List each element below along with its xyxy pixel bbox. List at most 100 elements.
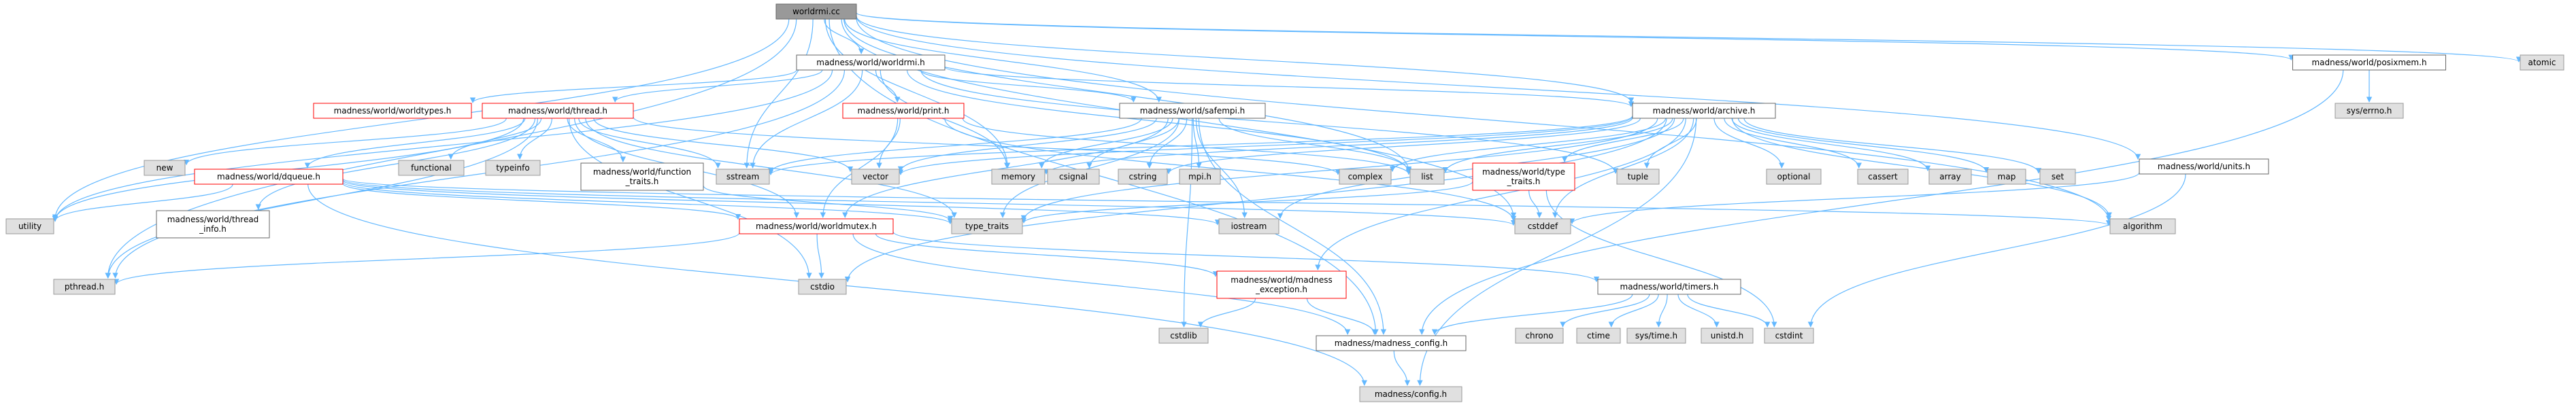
node-utility[interactable]: utility bbox=[5, 218, 54, 234]
node-cstddef[interactable]: cstddef bbox=[1514, 218, 1571, 234]
edge-thread_h-to-complex bbox=[633, 116, 1341, 175]
node-iostream[interactable]: iostream bbox=[1218, 218, 1279, 234]
node-box bbox=[1339, 169, 1392, 185]
node-box bbox=[1119, 103, 1266, 119]
node-sstream[interactable]: sstream bbox=[716, 169, 770, 185]
node-syserrno[interactable]: sys/errno.h bbox=[2335, 103, 2404, 119]
node-box bbox=[1047, 169, 1100, 185]
edge-archive_h-to-type_traits_h bbox=[1561, 118, 1684, 162]
edge-worldrmi_cc-to-sstream bbox=[743, 18, 814, 169]
edge-thread_h-to-pthread_h bbox=[105, 118, 539, 279]
node-csignal[interactable]: csignal bbox=[1047, 169, 1100, 185]
node-label: tuple bbox=[1628, 172, 1649, 181]
node-box bbox=[2335, 103, 2404, 119]
node-label: new bbox=[156, 163, 173, 173]
node-pthread-h[interactable]: pthread.h bbox=[53, 279, 116, 295]
node-box bbox=[1632, 103, 1776, 119]
edge-worldrmi_h-to-memory bbox=[880, 69, 1010, 169]
node-functional[interactable]: functional bbox=[398, 160, 465, 176]
node-worldmutex-h[interactable]: madness/world/worldmutex.h bbox=[739, 218, 894, 234]
node-cassert[interactable]: cassert bbox=[1857, 169, 1909, 185]
node-type-traits-h[interactable]: madness/world/type_traits.h bbox=[1472, 162, 1575, 191]
node-madness-exception-h[interactable]: madness/world/madness_exception.h bbox=[1216, 270, 1347, 299]
node-worldrmi-h[interactable]: madness/world/worldrmi.h bbox=[796, 54, 946, 71]
node-box bbox=[1597, 279, 1741, 295]
node-atomic[interactable]: atomic bbox=[2520, 54, 2564, 71]
node-posixmem-h[interactable]: madness/world/posixmem.h bbox=[2292, 54, 2446, 71]
edge-archive_h-to-cstdio bbox=[844, 118, 1667, 283]
edge-dqueue_h-to-iostream bbox=[342, 180, 1220, 226]
node-label: madness/world/safempi.h bbox=[1140, 106, 1245, 116]
node-config-h[interactable]: madness/config.h bbox=[1359, 386, 1462, 402]
node-complex[interactable]: complex bbox=[1339, 169, 1392, 185]
node-box bbox=[842, 103, 965, 119]
edge-dqueue_h-to-cstddef bbox=[342, 179, 1516, 226]
node-label: map bbox=[1998, 172, 2016, 181]
node-box bbox=[775, 3, 857, 20]
edge-archive_h-to-cassert bbox=[1724, 118, 1862, 169]
node-set[interactable]: set bbox=[2039, 169, 2076, 185]
node-box bbox=[1857, 169, 1909, 185]
node-thread-h[interactable]: madness/world/thread.h bbox=[482, 103, 634, 119]
node-label: sys/errno.h bbox=[2347, 106, 2392, 116]
edge-archive_h-to-array bbox=[1731, 118, 1931, 171]
node-label: functional bbox=[411, 163, 452, 173]
node-tuple[interactable]: tuple bbox=[1616, 169, 1660, 185]
edge-worldrmi_h-to-safempi_h bbox=[920, 69, 1137, 103]
node-function-traits-h[interactable]: madness/world/function_traits.h bbox=[580, 162, 704, 191]
node-box bbox=[991, 169, 1046, 185]
node-print-h[interactable]: madness/world/print.h bbox=[842, 103, 965, 119]
node-unistd[interactable]: unistd.h bbox=[1701, 328, 1754, 344]
node-cstdlib[interactable]: cstdlib bbox=[1158, 328, 1209, 344]
edge-safempi_h-to-madness_config_h bbox=[1198, 118, 1387, 335]
edge-archive_h-to-config_h bbox=[1417, 118, 1697, 386]
node-ctime[interactable]: ctime bbox=[1576, 328, 1621, 344]
node-map[interactable]: map bbox=[1987, 169, 2026, 185]
node-optional[interactable]: optional bbox=[1766, 169, 1822, 185]
node-chrono[interactable]: chrono bbox=[1515, 328, 1564, 344]
node-safempi-h[interactable]: madness/world/safempi.h bbox=[1119, 103, 1266, 119]
edge-print_h-to-list bbox=[962, 118, 1412, 175]
edge-safempi_h-to-worldmutex_h bbox=[842, 118, 1169, 218]
node-thread-info-h[interactable]: madness/world/thread_info.h bbox=[156, 210, 270, 239]
node-type-traits[interactable]: type_traits bbox=[951, 218, 1023, 234]
node-box bbox=[580, 162, 704, 191]
node-cstdio[interactable]: cstdio bbox=[798, 279, 847, 295]
node-label: mpi.h bbox=[1188, 172, 1211, 181]
edge-print_h-to-worldmutex_h bbox=[820, 118, 899, 218]
edge-worldmutex_h-to-timers_h bbox=[892, 231, 1599, 283]
node-madness-config-h[interactable]: madness/madness_config.h bbox=[1316, 335, 1467, 351]
node-box bbox=[485, 160, 541, 176]
node-box bbox=[53, 279, 116, 295]
edge-madness_exception_h-to-cstdlib bbox=[1197, 298, 1256, 328]
node-timers-h[interactable]: madness/world/timers.h bbox=[1597, 279, 1741, 295]
node-label: madness/world/print.h bbox=[858, 106, 950, 116]
node-new[interactable]: new bbox=[144, 160, 186, 176]
node-box bbox=[2292, 54, 2446, 71]
node-array[interactable]: array bbox=[1928, 169, 1972, 185]
node-vector[interactable]: vector bbox=[851, 169, 900, 185]
node-label: complex bbox=[1348, 172, 1383, 181]
node-label: type_traits bbox=[965, 222, 1009, 231]
node-memory[interactable]: memory bbox=[991, 169, 1046, 185]
node-box bbox=[1987, 169, 2026, 185]
node-typeinfo[interactable]: typeinfo bbox=[485, 160, 541, 176]
node-cstdint[interactable]: cstdint bbox=[1764, 328, 1814, 344]
node-worldtypes-h[interactable]: madness/world/worldtypes.h bbox=[313, 103, 472, 119]
node-layer: worldrmi.cc madness/world/worldrmi.h madne… bbox=[5, 3, 2564, 402]
node-label: iostream bbox=[1231, 222, 1267, 231]
node-box bbox=[1316, 335, 1467, 351]
node-dqueue-h[interactable]: madness/world/dqueue.h bbox=[194, 169, 344, 185]
node-archive-h[interactable]: madness/world/archive.h bbox=[1632, 103, 1776, 119]
node-algorithm[interactable]: algorithm bbox=[2109, 218, 2176, 234]
node-mpi-h[interactable]: mpi.h bbox=[1179, 169, 1221, 185]
node-systime[interactable]: sys/time.h bbox=[1626, 328, 1686, 344]
node-units-h[interactable]: madness/world/units.h bbox=[2139, 158, 2269, 175]
node-cstring[interactable]: cstring bbox=[1118, 169, 1168, 185]
node-box bbox=[1359, 386, 1462, 402]
edge-function_traits_h-to-type_traits bbox=[703, 185, 954, 222]
node-box bbox=[1118, 169, 1168, 185]
node-label: sys/time.h bbox=[1635, 331, 1677, 340]
node-worldrmi-cc[interactable]: worldrmi.cc bbox=[775, 3, 857, 20]
node-list[interactable]: list bbox=[1409, 169, 1445, 185]
